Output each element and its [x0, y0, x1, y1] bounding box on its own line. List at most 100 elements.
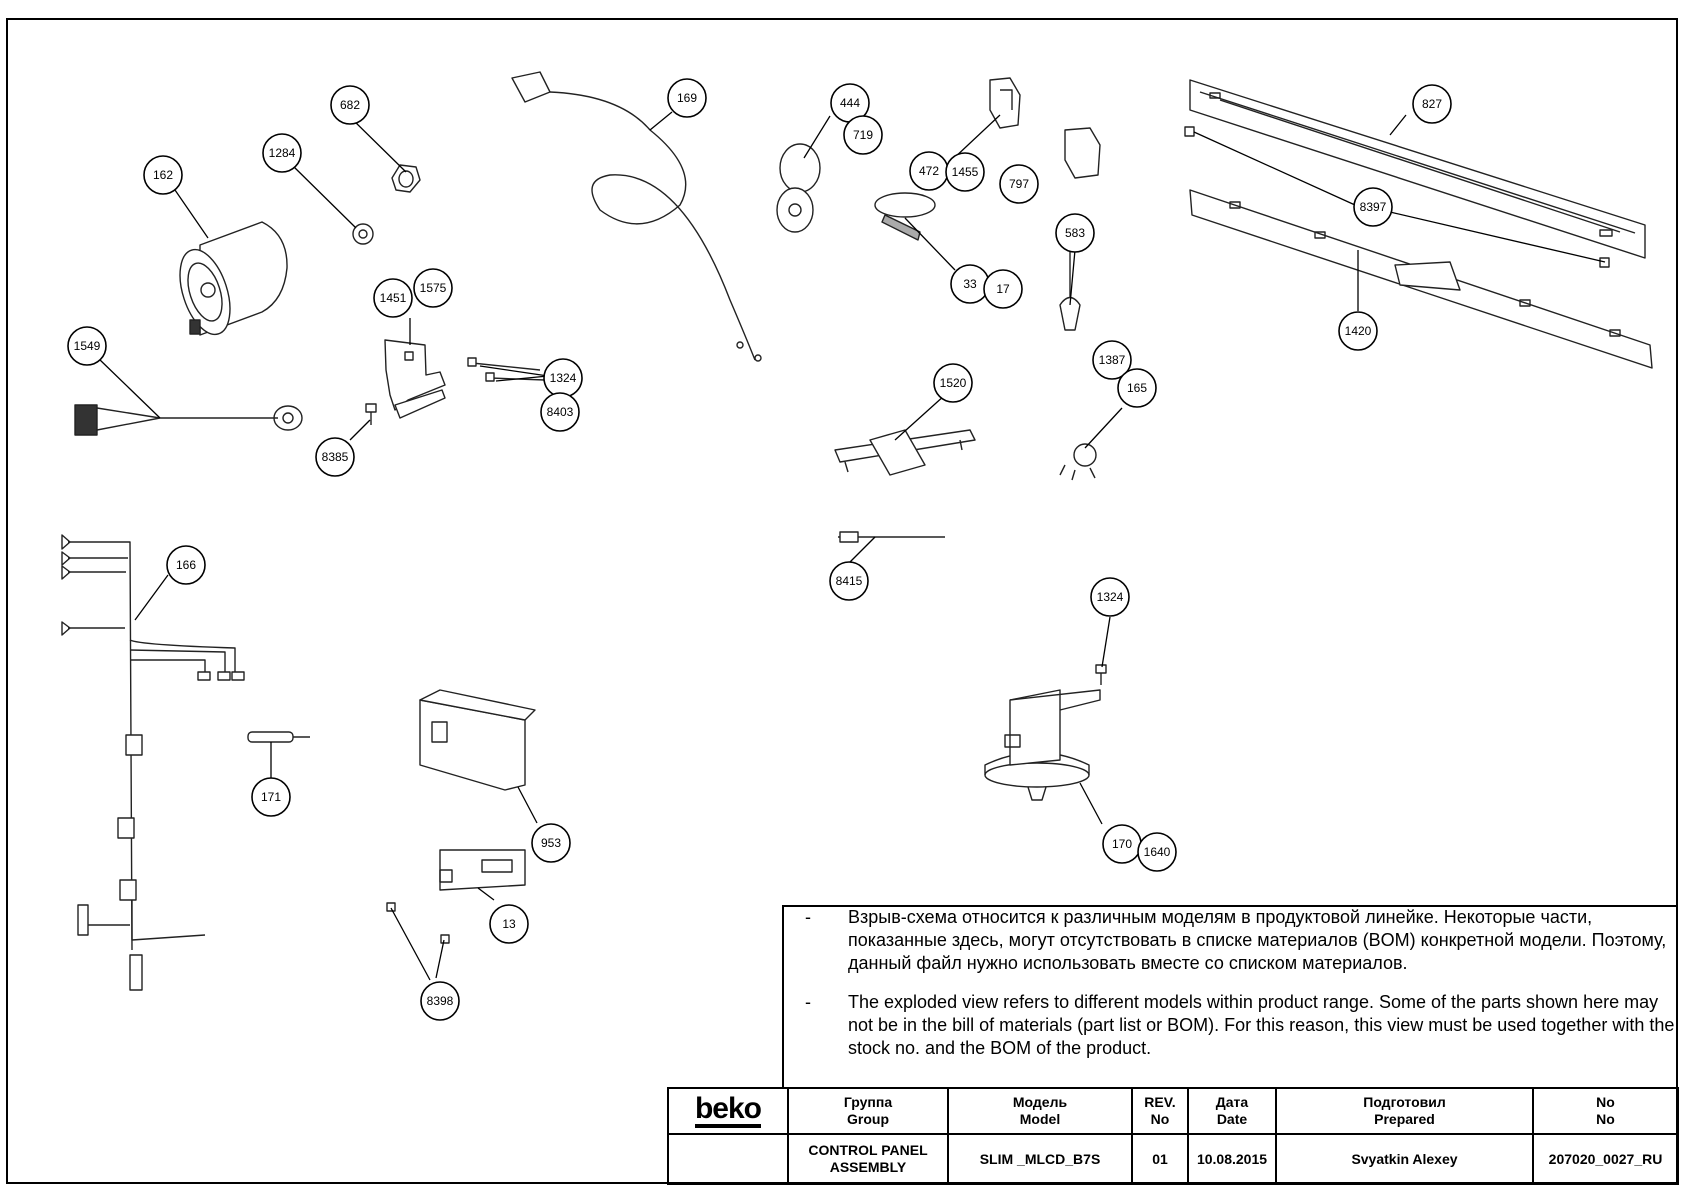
value-doc-no: 207020_0027_RU: [1532, 1133, 1679, 1185]
header-prepared-ru: Подготовил: [1363, 1094, 1446, 1110]
part-444-clip: [776, 143, 821, 233]
callout-17: 17: [983, 269, 1023, 309]
value-group-line1: CONTROL PANEL: [808, 1142, 928, 1158]
callout-number: 583: [1065, 226, 1085, 240]
callout-8398: 8398: [420, 981, 460, 1021]
callout-circle: [667, 78, 707, 118]
part-1451-bracket: [384, 339, 446, 419]
callout-number: 1284: [269, 146, 296, 160]
value-date: 10.08.2015: [1187, 1133, 1277, 1185]
callout-33: 33: [950, 264, 990, 304]
callout-8397: 8397: [1353, 187, 1393, 227]
callout-169: 169: [667, 78, 707, 118]
callout-circle: [67, 326, 107, 366]
callout-1640: 1640: [1137, 832, 1177, 872]
callout-circle: [933, 363, 973, 403]
callout-1324: 1324: [543, 358, 583, 398]
callout-number: 1324: [1097, 590, 1124, 604]
part-1549-cable: [74, 404, 303, 436]
callout-circle: [420, 981, 460, 1021]
callout-number: 1520: [940, 376, 967, 390]
brand-logo: beko: [667, 1087, 789, 1135]
note-en: - The exploded view refers to different …: [783, 991, 1675, 1060]
part-953-box: [419, 689, 536, 791]
callout-472: 472: [909, 151, 949, 191]
callout-circle: [999, 164, 1039, 204]
part-162-capacitor: [179, 221, 288, 336]
callout-number: 8403: [547, 405, 574, 419]
callout-444: 444: [830, 83, 870, 123]
callout-circle: [1090, 577, 1130, 617]
header-rev-a: REV.: [1144, 1094, 1176, 1110]
callout-1420: 1420: [1338, 311, 1378, 351]
callout-circle: [251, 777, 291, 817]
part-827-rail: [1189, 79, 1646, 259]
callout-circle: [166, 545, 206, 585]
header-group-en: Group: [847, 1111, 889, 1127]
part-1520-holder: [834, 429, 976, 476]
callout-circle: [1137, 832, 1177, 872]
callout-number: 797: [1009, 177, 1029, 191]
callout-13: 13: [489, 904, 529, 944]
note-dash: -: [805, 907, 811, 927]
callout-circle: [531, 823, 571, 863]
part-169-power-cord: [511, 71, 762, 362]
callout-8415: 8415: [829, 561, 869, 601]
callout-170: 170: [1102, 824, 1142, 864]
callout-number: 162: [153, 168, 173, 182]
empty-cell: [667, 1133, 789, 1185]
callout-166: 166: [166, 545, 206, 585]
callout-1284: 1284: [262, 133, 302, 173]
header-rev: REV.No: [1131, 1087, 1189, 1135]
header-model-en: Model: [1019, 1111, 1061, 1127]
callout-circle: [843, 115, 883, 155]
callout-circle: [1412, 84, 1452, 124]
callout-number: 682: [340, 98, 360, 112]
part-682-nut: [391, 164, 421, 193]
callout-682: 682: [330, 85, 370, 125]
callout-circle: [489, 904, 529, 944]
header-date-ru: Дата: [1215, 1094, 1249, 1110]
callout-number: 8397: [1360, 200, 1387, 214]
part-8415-cable-tie: [838, 531, 945, 543]
note-dash: -: [805, 992, 811, 1012]
callout-circle: [1055, 213, 1095, 253]
callout-number: 1324: [550, 371, 577, 385]
callout-number: 472: [919, 164, 939, 178]
callout-circle: [540, 392, 580, 432]
callout-797: 797: [999, 164, 1039, 204]
part-583-clip: [1059, 250, 1081, 331]
callout-953: 953: [531, 823, 571, 863]
callout-number: 1640: [1144, 845, 1171, 859]
part-171-sensor: [247, 731, 310, 743]
callout-circle: [143, 155, 183, 195]
callout-number: 166: [176, 558, 196, 572]
callout-circle: [262, 133, 302, 173]
callout-1387: 1387: [1092, 340, 1132, 380]
callout-583: 583: [1055, 213, 1095, 253]
callout-1455: 1455: [945, 152, 985, 192]
brand-logo-text: beko: [694, 1093, 762, 1128]
part-drawings: [61, 71, 1653, 991]
part-13-door-lock: [439, 849, 526, 891]
callout-circle: [413, 268, 453, 308]
callout-171: 171: [251, 777, 291, 817]
callout-number: 1451: [380, 291, 407, 305]
callout-number: 13: [502, 917, 516, 931]
callout-circle: [1353, 187, 1393, 227]
part-166-harness: [61, 534, 245, 991]
callout-1549: 1549: [67, 326, 107, 366]
note-ru: - Взрыв-схема относится к различным моде…: [783, 906, 1675, 975]
part-797-holder: [1064, 127, 1101, 179]
value-model: SLIM _MLCD_B7S: [947, 1133, 1133, 1185]
callout-number: 1549: [74, 339, 101, 353]
part-8385-screw: [365, 403, 377, 425]
part-472-holder: [989, 77, 1021, 129]
callout-number: 165: [1127, 381, 1147, 395]
